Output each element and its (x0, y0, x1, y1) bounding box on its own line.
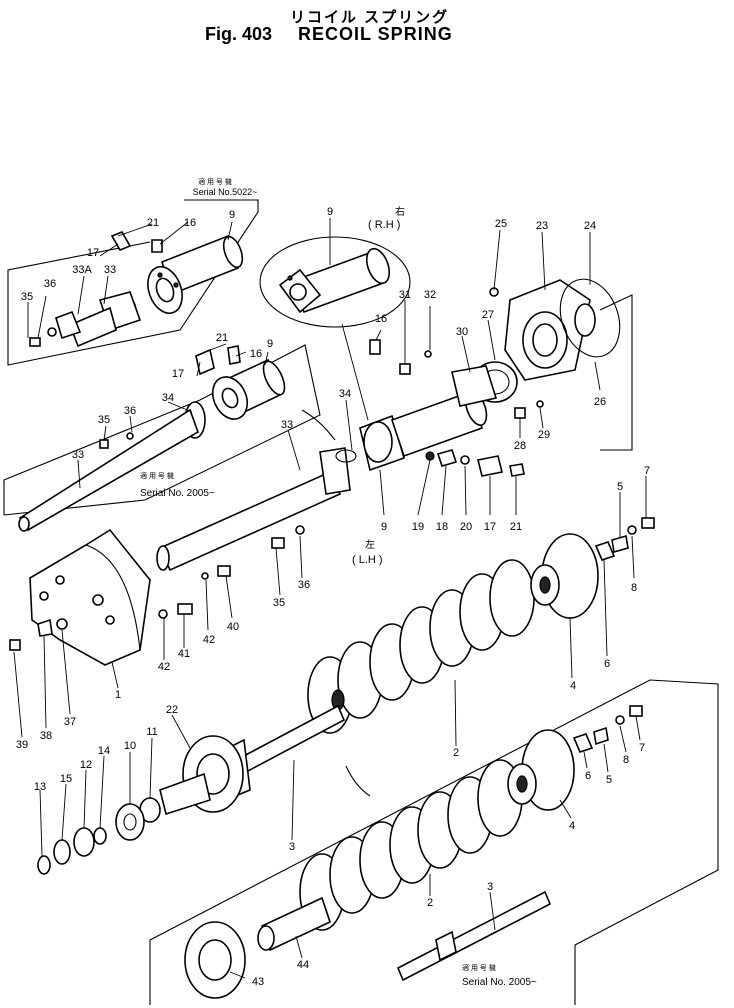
callout-2-a: 2 (453, 747, 459, 759)
callout-25: 25 (495, 218, 507, 230)
callout-4-a: 4 (570, 680, 576, 692)
callout-37: 37 (64, 716, 76, 728)
callout-17-b: 17 (172, 368, 184, 380)
callout-6-a: 6 (604, 658, 610, 670)
callout-16-c: 16 (375, 313, 387, 325)
callout-33A: 33A (72, 264, 92, 276)
callout-33-b: 33 (72, 449, 84, 461)
callout-15: 15 (60, 773, 72, 785)
callout-numbers: 9 21 16 17 33A 33 35 36 9 21 16 17 34 35… (16, 206, 650, 988)
callout-13: 13 (34, 781, 46, 793)
callout-10: 10 (124, 740, 136, 752)
serial-note-jp-c: 適 用 号 機 (462, 963, 496, 972)
callout-31: 31 (399, 289, 411, 301)
callout-16-a: 16 (184, 217, 196, 229)
callout-20: 20 (460, 521, 472, 533)
callout-5-a: 5 (617, 481, 623, 493)
callout-33-c: 33 (281, 419, 293, 431)
callout-7-b: 7 (639, 742, 645, 754)
callout-32: 32 (424, 289, 436, 301)
figure-title-japanese: リコイル スプリング (290, 9, 450, 26)
callout-12: 12 (80, 759, 92, 771)
rh-label: ( R.H ) (368, 219, 400, 231)
callout-6-b: 6 (585, 770, 591, 782)
callout-17-c: 17 (484, 521, 496, 533)
serial-note-5022: Serial No.5022~ (193, 187, 258, 197)
inset-serial-5022: 適 用 号 機 Serial No.5022~ (7, 177, 259, 366)
callout-35-a: 35 (21, 291, 33, 303)
rh-label-jp: 右 (395, 205, 405, 218)
callout-17-a: 17 (87, 247, 99, 259)
callout-40: 40 (227, 621, 239, 633)
idler-bracket (399, 278, 633, 451)
callout-1: 1 (115, 689, 121, 701)
lh-label: ( L.H ) (352, 554, 383, 566)
callout-38: 38 (40, 730, 52, 742)
callout-19: 19 (412, 521, 424, 533)
callout-9-b: 9 (267, 338, 273, 350)
figure-title: RECOIL SPRING (298, 24, 453, 44)
callout-21-b: 21 (216, 332, 228, 344)
leader-lines (13, 218, 647, 979)
callout-21-c: 21 (510, 521, 522, 533)
callout-3-a: 3 (289, 841, 295, 853)
callout-11: 11 (146, 726, 157, 738)
callout-22: 22 (166, 704, 178, 716)
inset-lower-serial-2005: 適 用 号 機 Serial No. 2005~ (149, 679, 719, 1005)
cover-1 (9, 525, 305, 666)
serial-note-2005-b: Serial No. 2005~ (462, 977, 537, 988)
rod-3-assembly (37, 704, 371, 875)
callout-43: 43 (252, 976, 264, 988)
serial-note-jp-a: 適 用 号 機 (198, 177, 232, 186)
serial-note-2005-a: Serial No. 2005~ (140, 488, 215, 499)
callout-29: 29 (538, 429, 550, 441)
callout-36-a: 36 (44, 278, 56, 290)
callout-33-a: 33 (104, 264, 116, 276)
callout-21-a: 21 (147, 217, 159, 229)
callout-26: 26 (594, 396, 606, 408)
callout-36-c: 36 (298, 579, 310, 591)
callout-8-a: 8 (631, 582, 637, 594)
callout-41: 41 (178, 648, 190, 660)
callout-18: 18 (436, 521, 448, 533)
callout-24: 24 (584, 220, 596, 232)
rod-33-center (156, 409, 357, 572)
callout-9-a: 9 (229, 209, 235, 221)
callout-27: 27 (482, 309, 494, 321)
callout-16-b: 16 (250, 348, 262, 360)
callout-39: 39 (16, 739, 28, 751)
rh-bubble: 右 ( R.H ) (259, 205, 411, 421)
callout-44: 44 (297, 959, 309, 971)
callout-23: 23 (536, 220, 548, 232)
callout-34-b: 34 (339, 388, 351, 400)
callout-30: 30 (456, 326, 468, 338)
serial-note-jp-b: 適 用 号 機 (140, 471, 174, 480)
callout-9-d: 9 (381, 521, 387, 533)
callout-8-b: 8 (623, 754, 629, 766)
recoil-spring-main (307, 517, 655, 734)
callout-7-a: 7 (644, 465, 650, 477)
callout-9-c: 9 (327, 206, 333, 218)
callout-4-b: 4 (569, 820, 575, 832)
callout-5-b: 5 (606, 774, 612, 786)
callout-35-c: 35 (273, 597, 285, 609)
callout-42-b: 42 (158, 661, 170, 673)
callout-36-b: 36 (124, 405, 136, 417)
callout-14: 14 (98, 745, 110, 757)
lh-label-jp: 左 (365, 538, 375, 551)
callout-35-b: 35 (98, 414, 110, 426)
callout-34-a: 34 (162, 392, 174, 404)
callout-42-a: 42 (203, 634, 215, 646)
figure-number: Fig. 403 (205, 24, 273, 44)
lh-cylinder-block: 左 ( L.H ) (352, 339, 525, 566)
callout-3-b: 3 (487, 881, 493, 893)
callout-2-b: 2 (427, 897, 433, 909)
callout-28: 28 (514, 440, 526, 452)
